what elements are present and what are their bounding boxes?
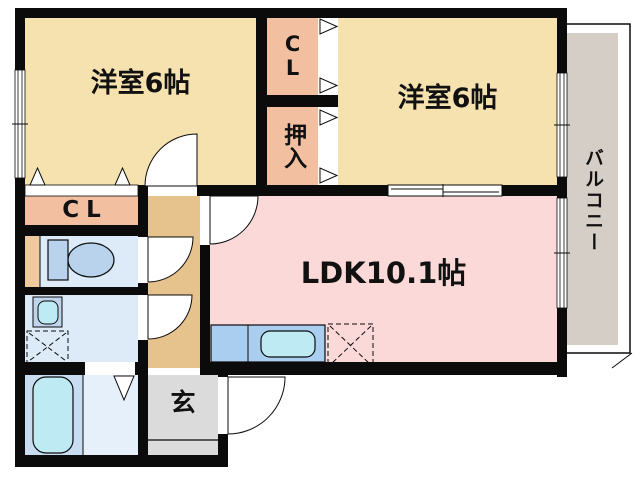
fixtures <box>26 239 374 454</box>
windows <box>12 69 570 309</box>
washing-machine-outline <box>26 330 69 364</box>
openings <box>12 69 570 434</box>
front-door-leaf <box>218 377 228 434</box>
bathtub-icon <box>32 376 74 454</box>
washbasin-bowl-icon <box>37 300 59 325</box>
toilet-door-leaf <box>138 237 148 283</box>
balcony-corner-tick <box>611 352 633 369</box>
closet-hall-floor <box>25 196 138 225</box>
refrigerator-outline <box>327 323 374 368</box>
entrance-step-band <box>148 368 200 375</box>
closet-top-door-strip <box>318 17 338 95</box>
wall-toilet-washroom <box>25 287 148 295</box>
folding-door-markers <box>29 18 339 402</box>
closet-hall-door-strip <box>24 184 139 197</box>
balcony-area <box>561 23 633 369</box>
toilet-icon <box>67 242 115 278</box>
oshiire-door-strip <box>318 107 338 185</box>
kitchen-sink-icon <box>260 330 316 358</box>
refrigerator-x2 <box>329 325 372 366</box>
balcony-floor <box>567 33 618 345</box>
wall-hallway-ldk <box>200 196 210 362</box>
wall-ldk-bottom <box>200 362 567 375</box>
wall-closet-oshiire <box>256 95 338 107</box>
front-door-arc <box>227 376 286 435</box>
closet-top-door-marker-1 <box>319 18 339 35</box>
oshiire-floor <box>267 107 318 185</box>
wall-right <box>557 8 567 377</box>
wall-top <box>15 8 567 18</box>
pipe-space <box>25 236 40 287</box>
washroom-door-leaf <box>138 295 148 340</box>
wall-stub-hall-top <box>138 185 148 196</box>
toilet-tank-icon <box>47 239 69 281</box>
washing-machine-icon <box>26 330 69 364</box>
oshiire-door-marker-2 <box>319 167 339 184</box>
toilet-door-arc <box>147 236 194 283</box>
bedroom-right-floor <box>338 17 557 185</box>
closet-hall-door-marker-2 <box>114 166 131 186</box>
closet-hall-door-marker-1 <box>29 166 46 186</box>
wall-mid-horizontal-right <box>502 185 557 196</box>
wall-mid-horizontal <box>197 185 388 196</box>
entrance-floor <box>148 375 218 455</box>
refrigerator-icon <box>327 323 374 368</box>
wall-closet-toilet <box>25 225 148 236</box>
bathroom-door-opening <box>85 362 135 375</box>
wall-bottom <box>15 455 228 467</box>
bedroom-left-door-arc <box>144 133 198 187</box>
closet-top-floor <box>267 17 318 95</box>
ldk-door-leaf <box>200 196 210 245</box>
hallway-floor <box>148 196 200 368</box>
wall-left <box>15 8 25 467</box>
bathroom-door-marker <box>113 375 135 402</box>
closet-top-door-marker-2 <box>319 77 339 94</box>
sliding-door <box>387 184 503 197</box>
sliding-door-frame <box>387 184 503 197</box>
bedroom-left-floor <box>25 17 256 185</box>
ldk-door-arc <box>209 195 259 245</box>
washroom-door-arc <box>147 294 193 340</box>
oshiire-door-marker-1 <box>319 109 339 126</box>
door-arcs <box>144 133 286 435</box>
